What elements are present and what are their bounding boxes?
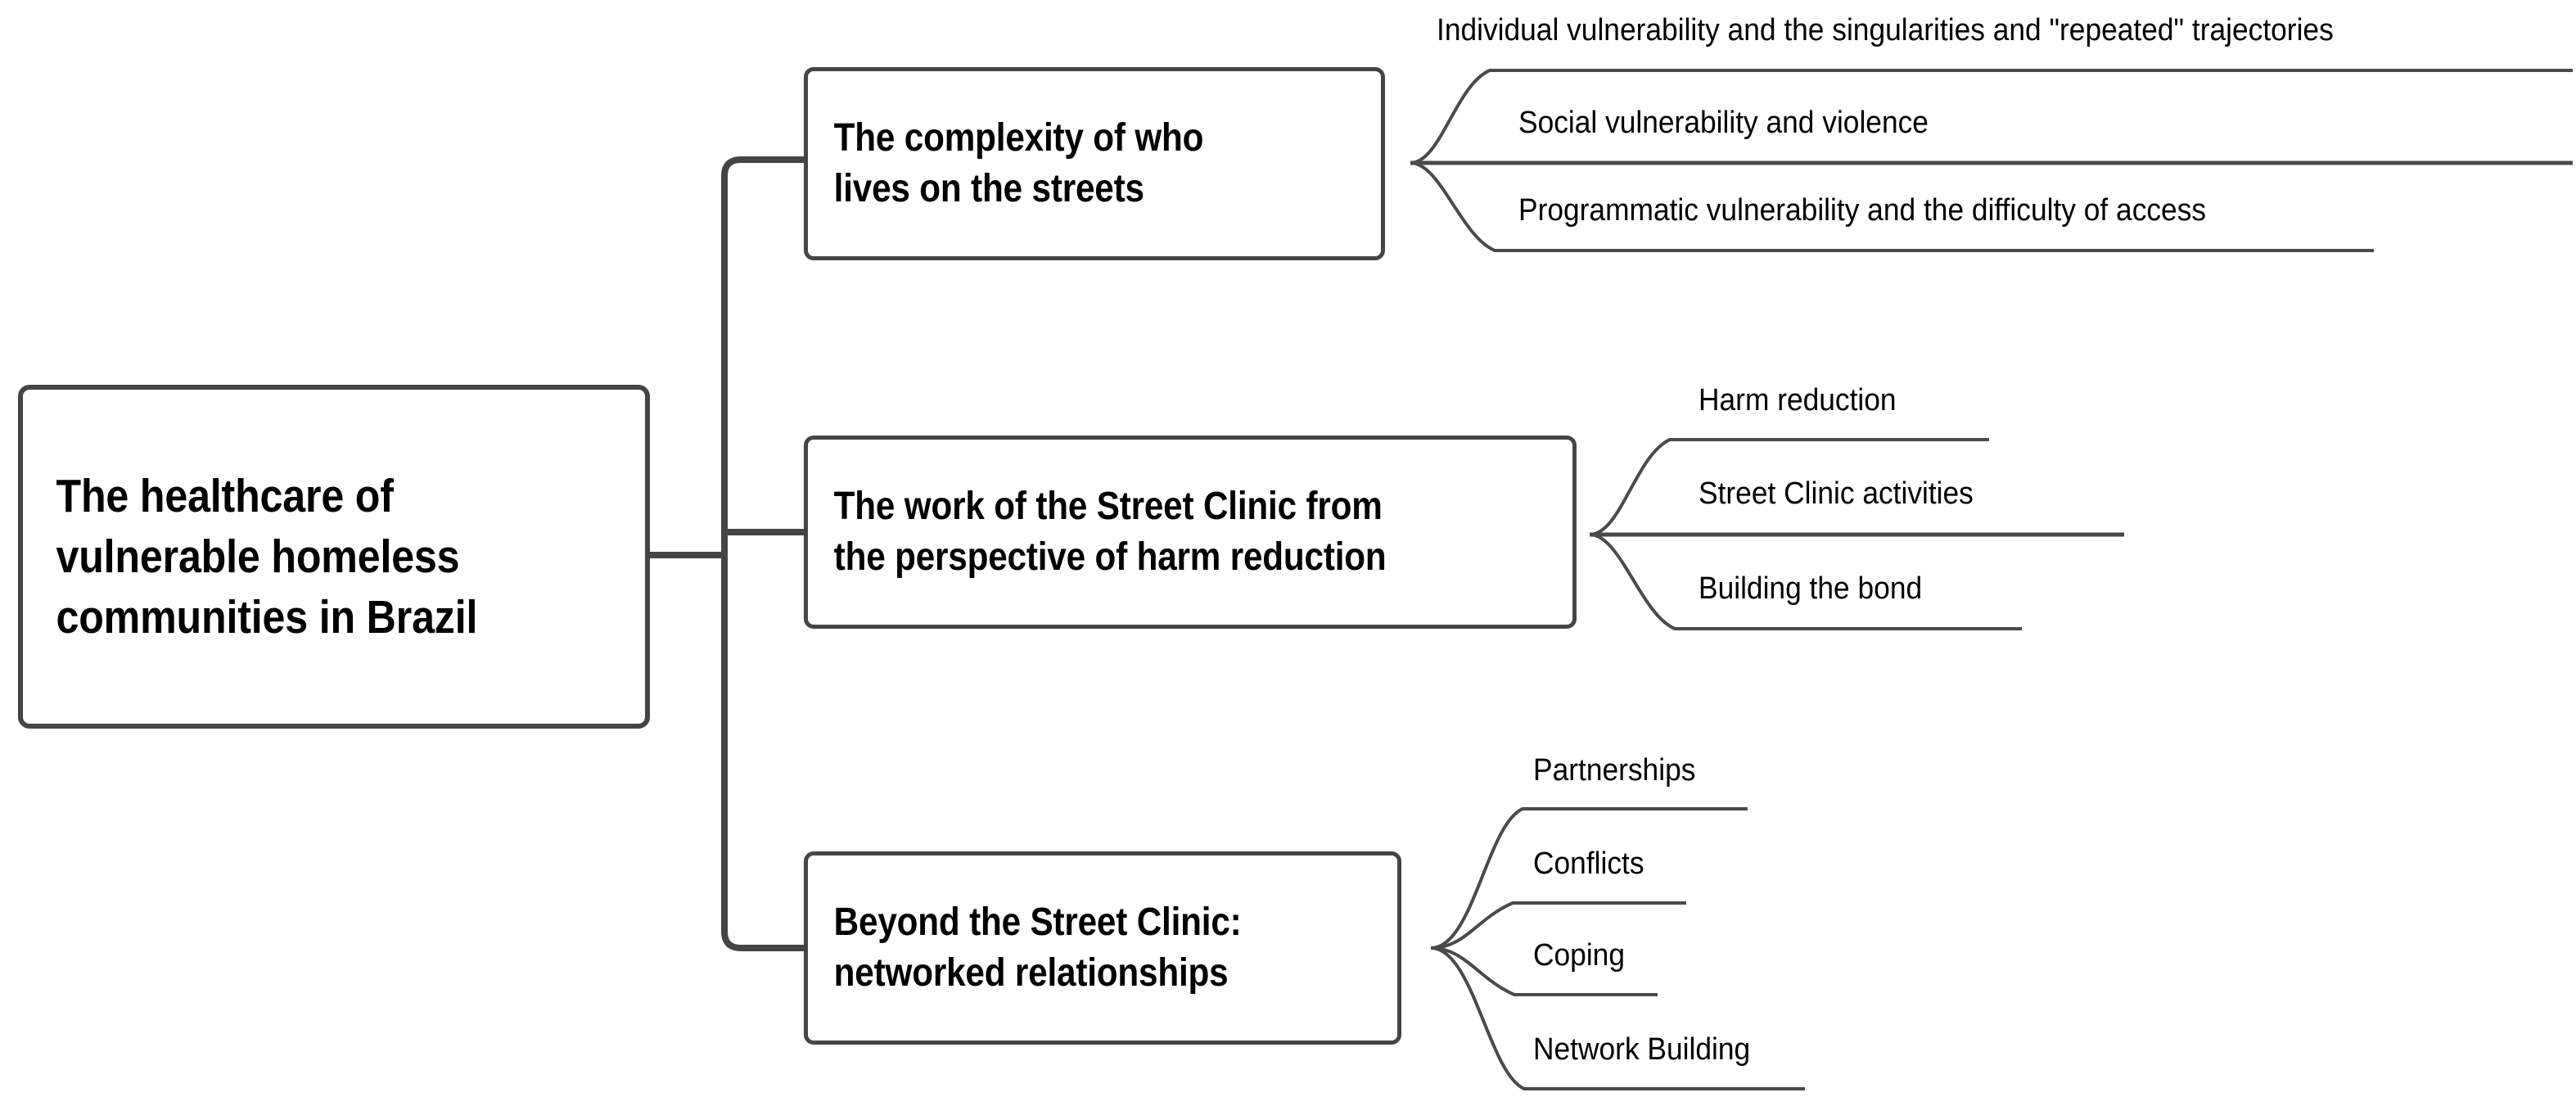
- leaf-label-building-the-bond[interactable]: Building the bond: [1699, 571, 1923, 606]
- leaf-connector-1-3: [1410, 161, 2374, 252]
- leaf-connector-3-4: [1430, 946, 1805, 1090]
- leaf-connector-3-1: [1430, 807, 1748, 950]
- leaf-connector-2-1: [1589, 438, 1989, 536]
- leaf-connector-2-3: [1589, 533, 2022, 630]
- leaf-label-partnerships[interactable]: Partnerships: [1533, 753, 1696, 788]
- leaf-label-network-building[interactable]: Network Building: [1533, 1032, 1751, 1067]
- root-node[interactable]: The healthcare of vulnerable homeless co…: [18, 385, 650, 729]
- leaf-label-street-clinic-activities[interactable]: Street Clinic activities: [1699, 476, 1974, 511]
- leaf-label-social-vulnerability[interactable]: Social vulnerability and violence: [1518, 106, 1929, 140]
- branch-node-complexity-of-who-lives-on-the-streets[interactable]: The complexity of who lives on the stree…: [804, 67, 1385, 260]
- leaf-connector-1-1: [1410, 69, 2573, 165]
- root-node-label: The healthcare of vulnerable homeless co…: [56, 469, 478, 644]
- leaf-connector-3-3: [1430, 946, 1658, 996]
- branch-node-label: The work of the Street Clinic from the p…: [833, 484, 1387, 579]
- leaf-label-coping[interactable]: Coping: [1533, 938, 1625, 973]
- trunk-to-branch-1: [721, 156, 804, 555]
- branch-node-beyond-the-street-clinic[interactable]: Beyond the Street Clinic: networked rela…: [804, 851, 1401, 1045]
- leaf-label-conflicts[interactable]: Conflicts: [1533, 846, 1644, 881]
- leaf-label-individual-vulnerability[interactable]: Individual vulnerability and the singula…: [1437, 13, 2334, 47]
- trunk-to-branch-3: [721, 555, 804, 951]
- branch-node-label: Beyond the Street Clinic: networked rela…: [833, 900, 1242, 995]
- branch-node-label: The complexity of who lives on the stree…: [833, 115, 1204, 210]
- leaf-label-programmatic-vulnerability[interactable]: Programmatic vulnerability and the diffi…: [1518, 193, 2207, 228]
- leaf-label-harm-reduction[interactable]: Harm reduction: [1699, 383, 1897, 418]
- branch-node-work-of-street-clinic[interactable]: The work of the Street Clinic from the p…: [804, 436, 1577, 629]
- leaf-connector-3-2: [1430, 901, 1686, 950]
